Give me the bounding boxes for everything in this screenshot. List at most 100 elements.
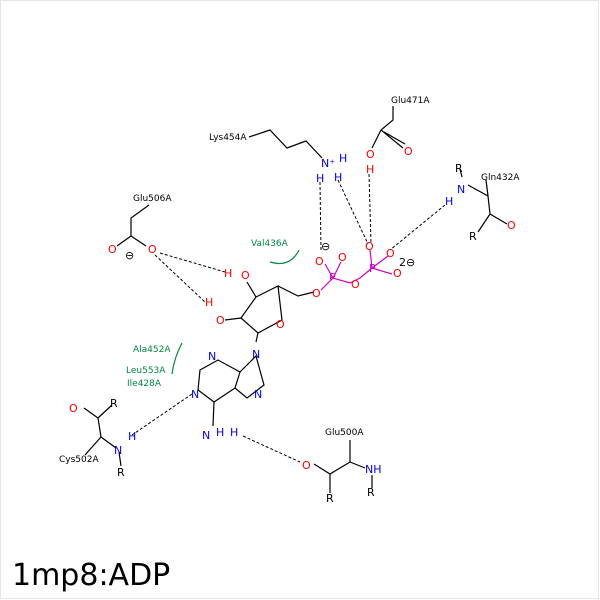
cys502-sg xyxy=(84,436,102,456)
adenine-n9: N xyxy=(252,348,260,361)
residue-labels: Glu471A Lys454A Gln432A Glu506A Val436A … xyxy=(59,96,520,465)
residue-lys454: Lys454A xyxy=(209,133,247,143)
hbond-lys-o1 xyxy=(319,181,322,253)
glu500-r: R xyxy=(367,486,375,499)
hbond-glu471-o xyxy=(368,173,372,245)
adenine-n6-h2: H xyxy=(230,426,238,439)
hbond-gln432-o xyxy=(389,204,446,251)
hbond-lys-o2 xyxy=(337,179,369,245)
residue-val436: Val436A xyxy=(251,239,289,249)
residue-ile428: Ile428A xyxy=(127,379,162,389)
residue-leu553: Leu553A xyxy=(126,366,166,376)
imidazole-ring xyxy=(234,354,265,399)
atom-labels: N⁺ H H H O H O R N H O R O O ⊖ H O H O O… xyxy=(69,145,516,505)
pa-o1 xyxy=(324,263,334,279)
phosphate-chain xyxy=(320,267,373,291)
ribose-h3: H xyxy=(224,267,232,280)
hbond-glu506-o3 xyxy=(159,252,226,273)
ribose-h2: H xyxy=(205,296,213,309)
ribose-n9 xyxy=(255,332,259,343)
glu506-chain xyxy=(130,204,150,236)
lys454-chain xyxy=(248,129,323,159)
hydrophobic-contacts xyxy=(171,249,300,375)
pb-o1: O xyxy=(365,240,374,253)
ribose-c5 xyxy=(277,285,315,297)
glu506-o1: O xyxy=(108,243,117,256)
adenine-n1: N xyxy=(191,388,199,401)
pb-o2 xyxy=(371,255,389,269)
diagram-title: 1mp8:ADP xyxy=(12,558,170,593)
pb-o3: O xyxy=(393,267,402,280)
glu471-o: O xyxy=(366,148,375,161)
gln432-h: H xyxy=(445,195,453,208)
glu500-o: O xyxy=(302,459,311,472)
ribose-o3 xyxy=(246,281,257,298)
gln432-o: O xyxy=(507,219,516,232)
ribose-ring xyxy=(240,285,283,334)
lys454-nz: N⁺ xyxy=(321,157,335,170)
hydrogen-bonds xyxy=(131,173,446,463)
cys502-nr xyxy=(118,451,122,467)
pa-o1: O xyxy=(315,255,324,268)
lys454-h1: H xyxy=(339,152,347,165)
bonds xyxy=(83,106,508,493)
pa-p: P xyxy=(329,271,336,284)
gln432-ca xyxy=(485,179,489,197)
gln432-nr xyxy=(459,168,463,178)
glu506-o1 xyxy=(116,235,132,247)
cys502-r2: R xyxy=(117,466,125,479)
cys502-h: H xyxy=(128,430,136,443)
glu500-nh: NH xyxy=(365,463,382,476)
adenine-n6-h1: H xyxy=(216,426,224,439)
glu471-co xyxy=(371,129,382,149)
gln432-r2: R xyxy=(469,230,477,243)
lys454-h3: H xyxy=(334,171,342,184)
adenine-n7: N xyxy=(254,388,262,401)
residue-glu506: Glu506A xyxy=(133,194,172,204)
residue-gln432: Gln432A xyxy=(481,173,520,183)
adenine-n3: N xyxy=(208,350,216,363)
ribose-o4: O xyxy=(276,318,285,331)
cys502-r xyxy=(97,404,113,419)
glu500-r2: R xyxy=(326,492,334,505)
glu500-chain xyxy=(313,461,366,475)
residue-ala452: Ala452A xyxy=(133,345,171,355)
gln432-chain xyxy=(467,184,508,225)
pb-o3 xyxy=(371,267,393,275)
pyrimidine-ring xyxy=(197,359,241,403)
cys502-n: N xyxy=(114,444,122,457)
glu471-co2b xyxy=(383,131,406,145)
lys454-h2: H xyxy=(316,172,324,185)
gln432-r xyxy=(477,213,491,233)
hbond-cys502-n1 xyxy=(131,393,193,436)
adenine-n6 xyxy=(212,401,215,427)
pa-charge: ⊖ xyxy=(321,240,330,253)
glu506-o2: O xyxy=(148,243,157,256)
pa-o2: O xyxy=(338,251,347,264)
adenine-n6-n: N xyxy=(202,429,210,442)
glu506-o2 xyxy=(130,235,147,247)
gln432-n: N xyxy=(457,183,465,196)
ribose-o2: O xyxy=(216,314,225,327)
residue-cys502: Cys502A xyxy=(59,455,99,465)
cys502-o: O xyxy=(69,402,78,415)
glu506-charge: ⊖ xyxy=(125,249,134,262)
glu471-o2: O xyxy=(404,145,413,158)
residue-glu500: Glu500A xyxy=(325,428,364,438)
pab-o: O xyxy=(351,278,360,291)
cys502-chain xyxy=(83,407,117,449)
val436-arc xyxy=(269,249,300,265)
cys502-r: R xyxy=(110,397,118,410)
pb-charge: 2⊖ xyxy=(399,256,415,269)
residue-glu471: Glu471A xyxy=(391,96,430,106)
ribose-o5: O xyxy=(312,287,321,300)
ribose-o2 xyxy=(224,317,242,321)
pb-o1 xyxy=(369,249,373,269)
glu471-chain xyxy=(380,106,394,131)
hbond-glu500-n6 xyxy=(242,435,301,463)
hbond-glu506-o2 xyxy=(154,254,206,303)
pb-o2: O xyxy=(386,247,395,260)
ala452-arc xyxy=(171,342,183,375)
